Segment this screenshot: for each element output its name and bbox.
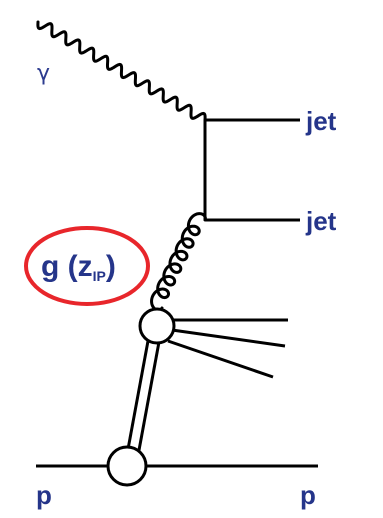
highlight-ellipse (24, 226, 150, 306)
proton-vertex-blob (106, 445, 148, 487)
gluon-label-main: g (z (41, 250, 93, 283)
gluon-label-sub: IP (93, 268, 106, 284)
jet-label-lower: jet (305, 206, 337, 236)
remnant-line-3 (167, 339, 274, 379)
jet-label-upper: jet (305, 106, 337, 136)
proton-out-label: p (300, 480, 316, 510)
proton-in-label: p (36, 480, 52, 510)
upper-vertex-blob (138, 307, 176, 345)
gluon-curly-line (150, 212, 207, 312)
pomeron-line-right (135, 341, 161, 462)
remnant-line-2 (171, 328, 286, 348)
gluon-label-close: ) (106, 250, 116, 283)
photon-label: γ (37, 61, 50, 86)
photon-wavy-line (36, 20, 207, 122)
gluon-label: g (zIP) (41, 250, 116, 284)
pomeron-line-left (124, 340, 150, 461)
